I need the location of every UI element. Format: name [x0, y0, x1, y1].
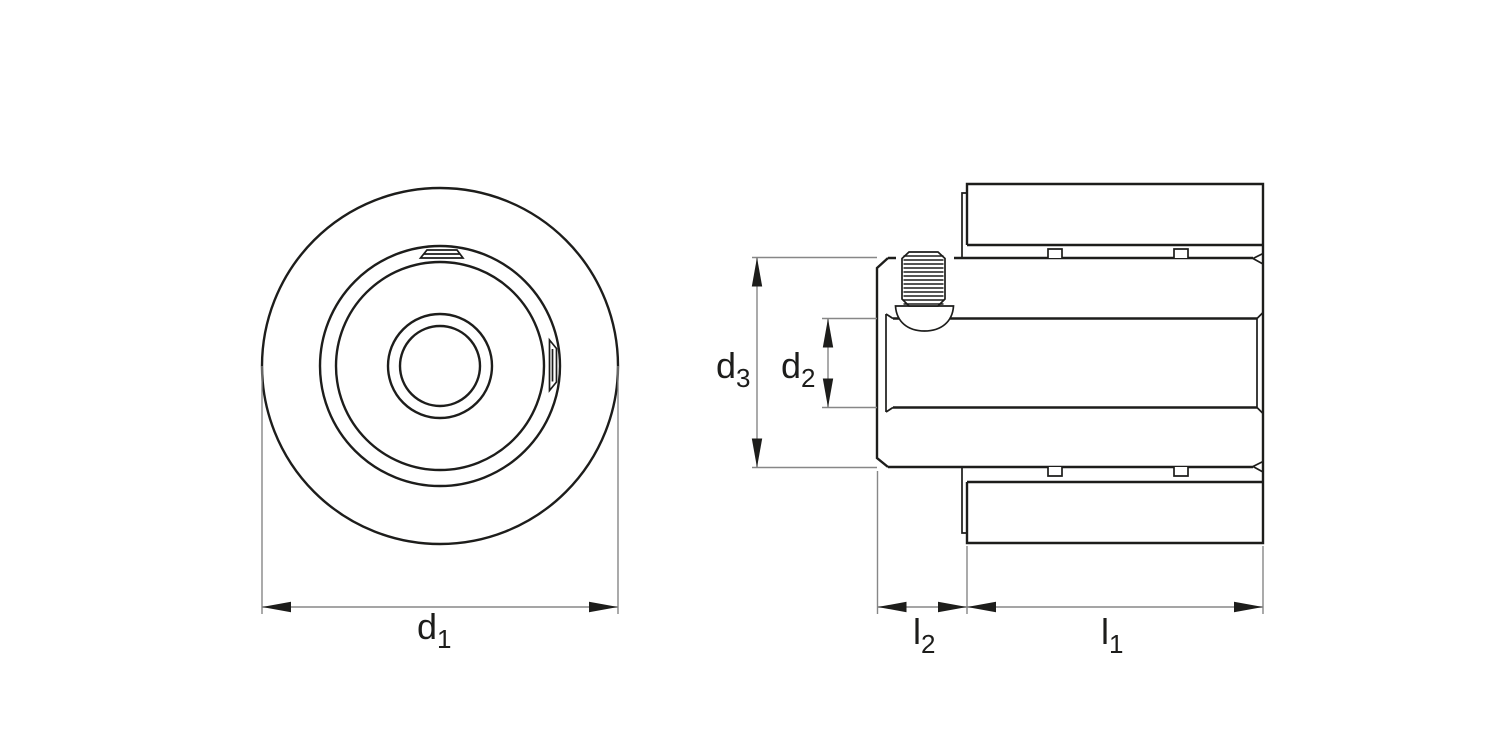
sleeve-chamfer-top-right	[1252, 252, 1264, 265]
tab-top-left	[1047, 248, 1063, 258]
grease-nipple-front	[418, 249, 465, 259]
bore-left-chamfer	[885, 313, 894, 413]
d3-label-main: d	[716, 345, 736, 386]
l2-arrow-left	[877, 601, 907, 613]
grease-nipple-dome	[894, 305, 955, 332]
d1-label-sub: 1	[437, 624, 451, 654]
side-tab-front	[548, 337, 558, 393]
dimension-label-d3: d3	[716, 345, 751, 393]
d2-arrow-top	[822, 318, 834, 348]
roller-outer-circle	[260, 186, 620, 546]
d2-extension-lines	[822, 317, 877, 409]
d1-arrow-left	[262, 601, 291, 613]
d1-extension-lines	[261, 366, 619, 614]
l2-arrow-right	[938, 601, 967, 613]
d2-arrow-bottom	[822, 378, 834, 408]
roller-outline	[965, 182, 1265, 545]
sleeve-left-face	[875, 257, 889, 468]
seal-disc-bottom	[961, 467, 967, 534]
d1-arrow-right	[589, 601, 618, 613]
tab-top-right	[1173, 248, 1189, 258]
dimension-l1: l1	[966, 546, 1264, 659]
dimension-d2: d2	[781, 317, 877, 409]
l1-arrow-right	[1234, 601, 1263, 613]
grease-nipple-knurl-hatch	[903, 255, 944, 305]
bore-right-chamfer	[1256, 311, 1264, 415]
bore-chamfer-circle	[386, 312, 494, 420]
d3-arrow-bottom	[751, 438, 763, 468]
seal-disc-top	[961, 192, 967, 258]
front-view	[260, 186, 620, 546]
sleeve-od-circle	[334, 260, 546, 472]
dimension-d3: d3	[716, 256, 877, 469]
tab-bottom-right	[1173, 467, 1189, 477]
dimension-label-d1: d1	[417, 606, 452, 654]
d3-label-sub: 3	[736, 363, 750, 393]
l1-label-sub: 1	[1109, 629, 1123, 659]
sleeve-chamfer-bottom-right	[1252, 460, 1264, 473]
dimension-label-l1: l1	[1101, 611, 1123, 659]
d2-label-sub: 2	[801, 363, 815, 393]
bore-circle	[398, 324, 482, 408]
sleeve	[875, 252, 1264, 473]
tab-bottom-left	[1047, 467, 1063, 477]
grease-nipple-side	[894, 251, 955, 332]
l1-arrow-left	[967, 601, 996, 613]
l1-extension-lines	[966, 546, 1264, 614]
l2-label-main: l	[913, 611, 921, 652]
dimension-label-d2: d2	[781, 345, 816, 393]
l1-label-main: l	[1101, 611, 1109, 652]
side-view	[875, 182, 1265, 545]
l2-label-sub: 2	[921, 629, 935, 659]
d3-arrow-top	[751, 257, 763, 287]
d1-label-main: d	[417, 606, 437, 647]
d2-label-main: d	[781, 345, 801, 386]
dimensions: d1 d3 d2 l2	[261, 256, 1264, 659]
dimension-d1: d1	[261, 366, 619, 654]
dimension-label-l2: l2	[913, 611, 935, 659]
dimension-l2: l2	[876, 471, 967, 659]
roller-bore-circle	[318, 244, 562, 488]
d3-extension-lines	[752, 256, 877, 469]
